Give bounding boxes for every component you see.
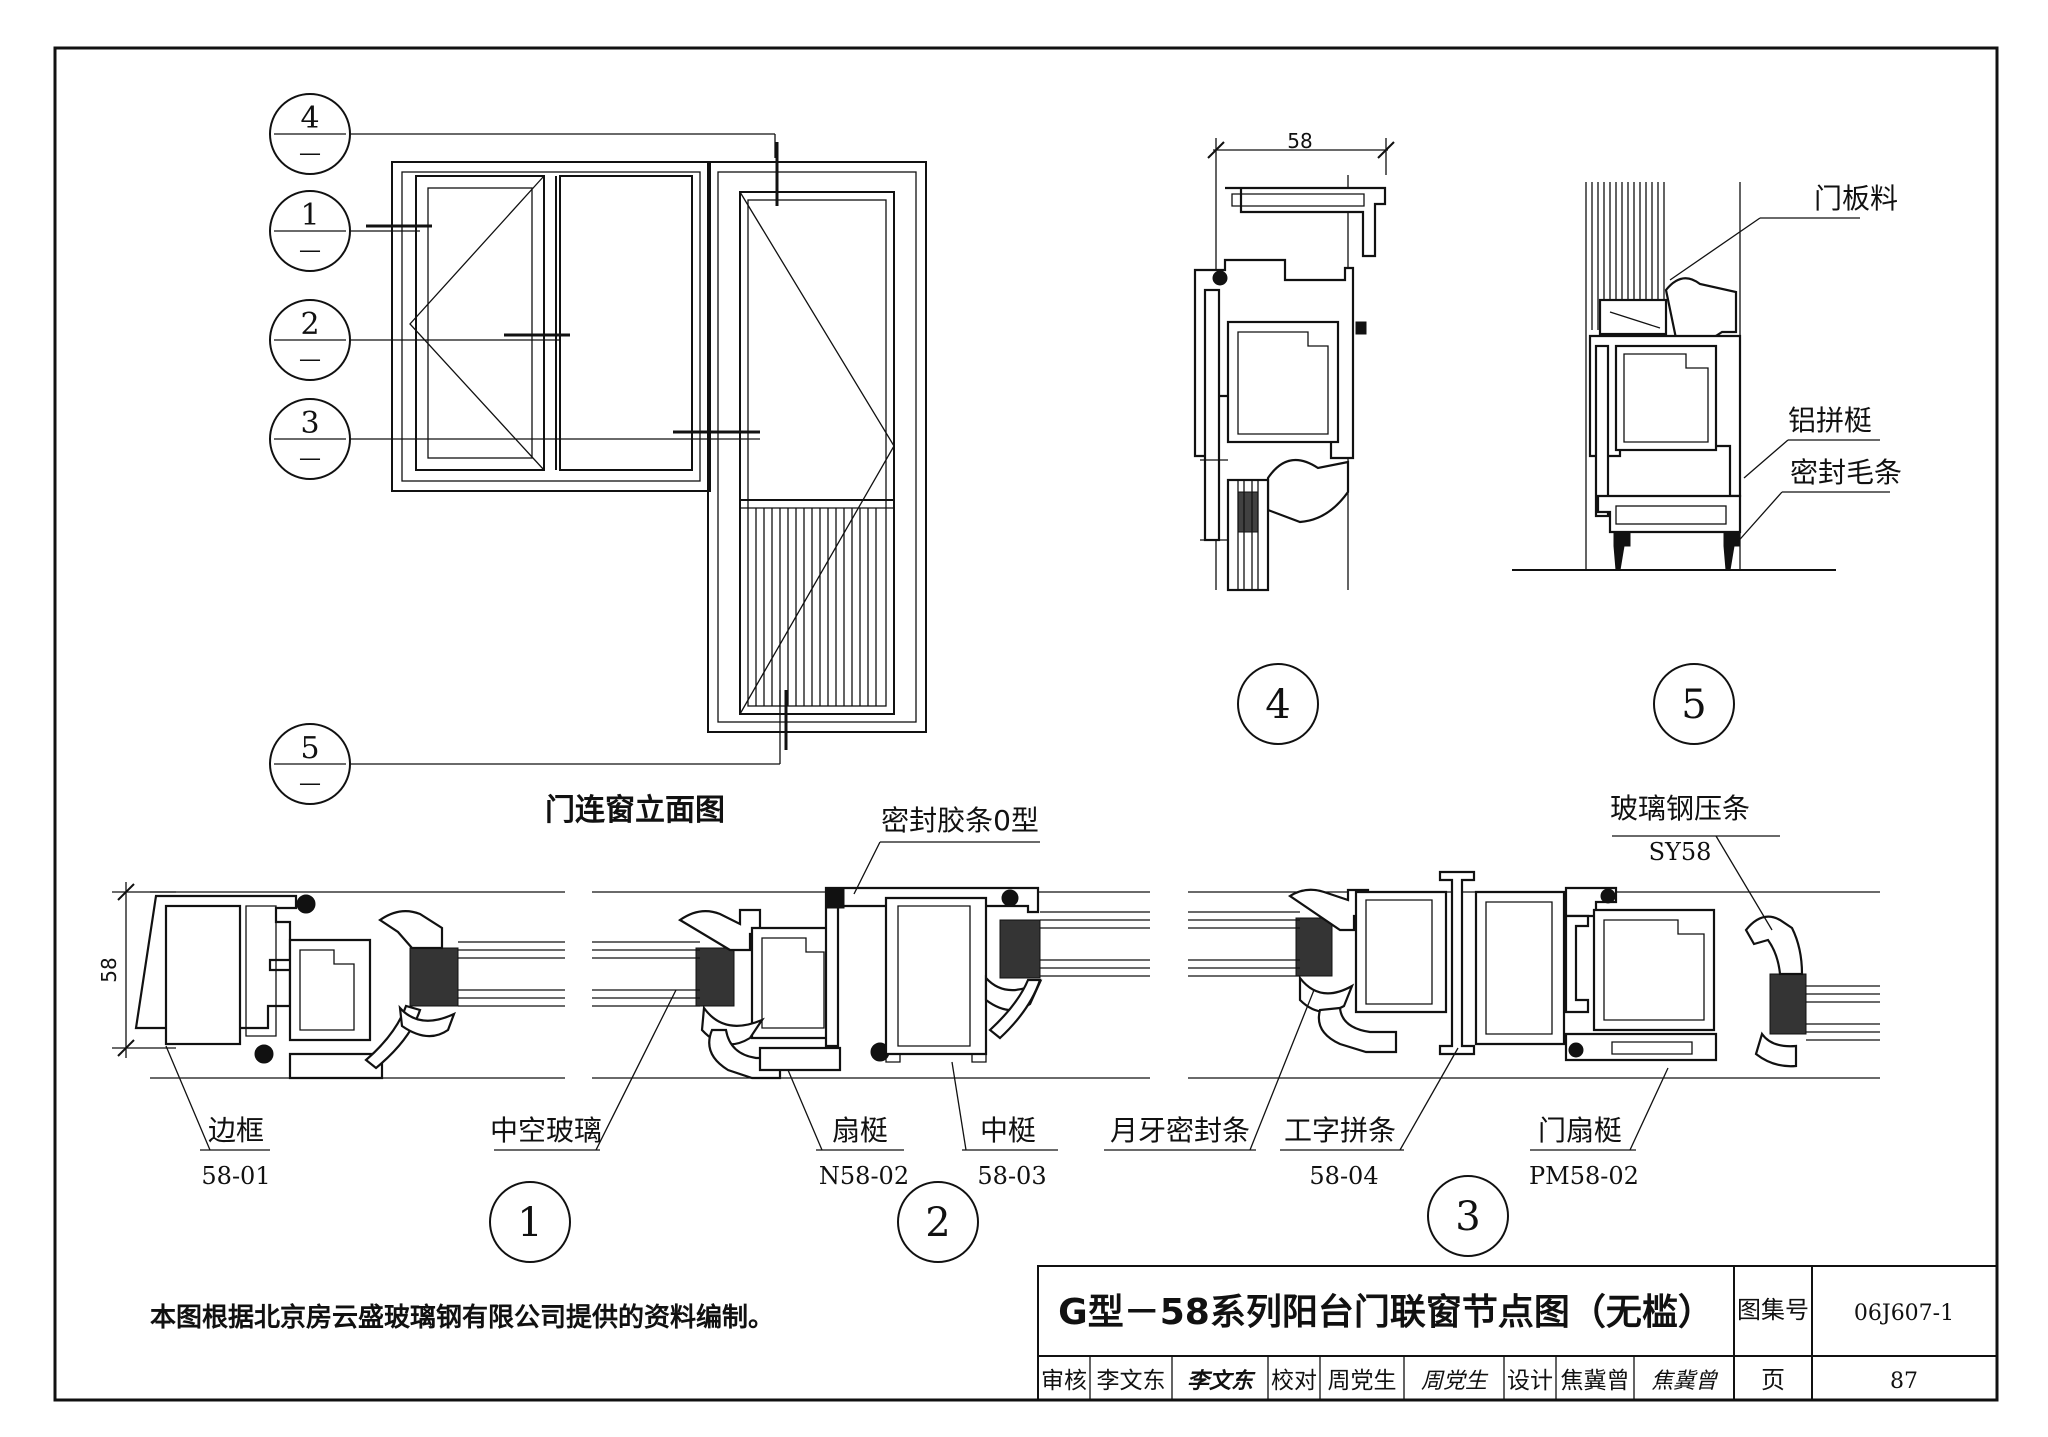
callout-i-joint-code: 58-04 bbox=[1309, 1162, 1378, 1190]
svg-text:焦冀曾: 焦冀曾 bbox=[1561, 1368, 1630, 1394]
section-marker-2: 2 — bbox=[269, 299, 351, 381]
section-marker-4: 4 — bbox=[269, 93, 351, 175]
detail-2-label: 2 bbox=[897, 1181, 979, 1263]
detail-1-section: 58 bbox=[97, 882, 565, 1080]
detail-2-section bbox=[592, 886, 1150, 1080]
callout-frp-bead-code: SY58 bbox=[1649, 838, 1712, 866]
detail-4-label: 4 bbox=[1237, 663, 1319, 745]
designer-signature: 焦冀曾 bbox=[1651, 1369, 1719, 1394]
callout-door-panel: 门板料 bbox=[1814, 182, 1898, 215]
detail-3-label: 3 bbox=[1427, 1175, 1509, 1257]
svg-text:1: 1 bbox=[517, 1200, 542, 1246]
elevation-title: 门连窗立面图 bbox=[545, 793, 725, 828]
svg-text:—: — bbox=[299, 446, 321, 471]
svg-text:—: — bbox=[299, 141, 321, 166]
callout-glass: 中空玻璃 bbox=[490, 1114, 602, 1147]
svg-text:2: 2 bbox=[300, 307, 319, 342]
callout-sash: 扇梃 bbox=[832, 1114, 888, 1147]
callout-mullion-code: 58-03 bbox=[977, 1162, 1046, 1190]
detail-1-label: 1 bbox=[489, 1181, 571, 1263]
callout-door-sash: 门扇梃 bbox=[1538, 1114, 1622, 1147]
svg-text:4: 4 bbox=[1265, 682, 1290, 728]
svg-text:图集号: 图集号 bbox=[1737, 1296, 1809, 1324]
callout-frame: 边框 bbox=[208, 1114, 264, 1147]
source-note: 本图根据北京房云盛玻璃钢有限公司提供的资料编制。 bbox=[150, 1302, 774, 1333]
page-number: 87 bbox=[1890, 1369, 1918, 1394]
callout-al-joint: 铝拼梃 bbox=[1788, 404, 1872, 437]
svg-text:1: 1 bbox=[300, 198, 319, 233]
svg-text:—: — bbox=[299, 238, 321, 263]
svg-text:3: 3 bbox=[300, 406, 319, 441]
section-marker-3: 3 — bbox=[269, 398, 351, 480]
svg-text:设计: 设计 bbox=[1507, 1368, 1553, 1394]
svg-text:5: 5 bbox=[1681, 682, 1706, 728]
callout-mullion: 中梃 bbox=[980, 1114, 1036, 1147]
svg-text:5: 5 bbox=[300, 731, 319, 766]
title-block: G型－58系列阳台门联窗节点图（无槛） 图集号 06J607-1 页 87 审核… bbox=[1037, 1265, 1998, 1401]
callout-sash-code: N58-02 bbox=[819, 1162, 909, 1190]
detail-5-label: 5 bbox=[1653, 663, 1735, 745]
callout-crescent-seal: 月牙密封条 bbox=[1110, 1114, 1250, 1147]
svg-text:校对: 校对 bbox=[1271, 1368, 1317, 1394]
svg-text:4: 4 bbox=[300, 101, 319, 136]
svg-text:58: 58 bbox=[97, 957, 121, 982]
sheet-border bbox=[53, 46, 1999, 1402]
svg-text:周党生: 周党生 bbox=[1328, 1368, 1397, 1394]
detail-3-section bbox=[1188, 870, 1880, 1079]
callout-o-seal: 密封胶条0型 bbox=[881, 804, 1039, 837]
detail-4-section: 58 bbox=[1193, 129, 1395, 592]
callout-door-sash-code: PM58-02 bbox=[1529, 1162, 1639, 1190]
svg-text:李文东: 李文东 bbox=[1097, 1368, 1166, 1394]
svg-text:3: 3 bbox=[1455, 1194, 1480, 1240]
svg-text:—: — bbox=[299, 771, 321, 796]
svg-text:58: 58 bbox=[1287, 129, 1312, 153]
callout-brush-seal: 密封毛条 bbox=[1790, 456, 1902, 489]
checker-signature: 周党生 bbox=[1421, 1369, 1489, 1394]
callout-frp-bead: 玻璃钢压条 bbox=[1610, 792, 1750, 825]
elevation-drawing: 4 — 1 — 2 — 3 — 5 — 门连窗立面图 bbox=[269, 93, 927, 828]
callout-i-joint: 工字拼条 bbox=[1284, 1114, 1396, 1147]
section-marker-1: 1 — bbox=[269, 190, 351, 272]
svg-text:页: 页 bbox=[1761, 1366, 1785, 1394]
detail-5-section: 门板料 铝拼梃 密封毛条 bbox=[1512, 182, 1902, 571]
door-panel-hatch bbox=[755, 508, 877, 706]
callout-frame-code: 58-01 bbox=[201, 1162, 270, 1190]
atlas-number: 06J607-1 bbox=[1854, 1301, 1954, 1326]
reviewer-signature: 李文东 bbox=[1187, 1368, 1256, 1394]
svg-text:2: 2 bbox=[925, 1200, 950, 1246]
section-callouts: 密封胶条0型 玻璃钢压条 SY58 边框 58-01 中空玻璃 扇梃 N58-0… bbox=[165, 792, 1780, 1190]
section-marker-5: 5 — bbox=[269, 723, 351, 805]
svg-text:—: — bbox=[299, 347, 321, 372]
svg-text:审核: 审核 bbox=[1041, 1368, 1087, 1394]
sheet-title: G型－58系列阳台门联窗节点图（无槛） bbox=[1058, 1292, 1714, 1333]
